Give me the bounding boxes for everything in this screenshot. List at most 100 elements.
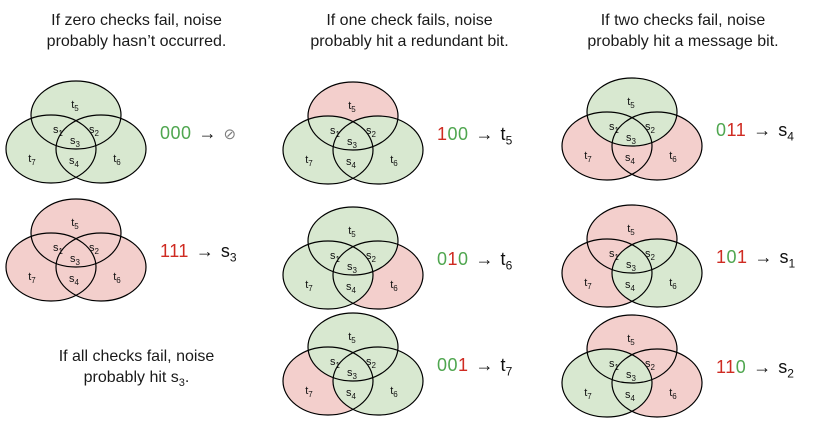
heading-line: probably hit a message bit.	[587, 33, 779, 51]
region-label-t6: t6	[669, 277, 677, 291]
region-label-t6: t6	[113, 271, 121, 285]
syndrome-bit: 0	[447, 354, 459, 375]
arrow-glyph: →	[195, 240, 214, 261]
syndrome-bit: 1	[726, 119, 736, 140]
region-label-t7: t7	[28, 153, 36, 167]
circle-outline	[30, 198, 122, 268]
syndrome-bit: 0	[458, 123, 469, 144]
syndrome-bit: 0	[726, 246, 738, 267]
syndrome-bit: 1	[169, 240, 179, 261]
circle-outline	[586, 77, 678, 147]
syndrome-label: 010 → t6	[437, 248, 513, 273]
region-label-t7: t7	[305, 154, 313, 168]
region-label-s1: s1	[53, 242, 64, 256]
region-label-s1: s1	[609, 248, 620, 262]
syndrome-bit: 0	[447, 123, 459, 144]
syndrome-bits: 110	[716, 357, 746, 378]
region-label-t5: t5	[348, 100, 356, 114]
failing-check-circle	[6, 233, 96, 301]
heading-line: If zero checks fail, noise	[51, 12, 222, 29]
circle-outline	[282, 240, 374, 310]
syndrome-label: 110 → s2	[716, 356, 794, 381]
circle-outline	[332, 346, 424, 416]
region-label-s4: s4	[346, 387, 357, 401]
arrow-glyph: →	[753, 119, 772, 140]
column-heading: If two checks fail, noise probably hit a…	[546, 10, 820, 52]
region-label-s2: s2	[366, 125, 377, 139]
circle-outline	[611, 238, 703, 308]
syndrome-bits: 000	[160, 123, 192, 144]
syndrome-label: 011 → s4	[716, 119, 794, 143]
region-label-s1: s1	[53, 124, 64, 138]
region-label-s2: s2	[645, 121, 656, 135]
circle-outline	[586, 314, 678, 384]
syndrome-bit: 1	[725, 356, 736, 377]
region-label-t5: t5	[627, 223, 635, 237]
deduced-bit-subscript: 3	[229, 250, 237, 265]
syndrome-bit: 0	[716, 119, 727, 140]
region-label-s2: s2	[89, 242, 100, 256]
region-label-t7: t7	[584, 150, 592, 164]
circle-outline	[561, 238, 653, 308]
arrow-glyph: →	[475, 354, 494, 375]
deduced-bit: t6	[500, 248, 513, 273]
region-label-t7: t7	[305, 385, 313, 399]
syndrome-bits: 001	[437, 355, 469, 376]
syndrome-bit: 0	[181, 122, 192, 143]
region-label-t5: t5	[627, 96, 635, 110]
deduced-bit-subscript: 6	[505, 258, 513, 273]
column-two-checks: If two checks fail, noise probably hit a…	[546, 0, 820, 425]
syndrome-bit: 0	[437, 354, 448, 375]
region-label-s1: s1	[330, 125, 341, 139]
syndrome-label: 001 → t7	[437, 354, 512, 378]
deduced-bit: s2	[778, 357, 794, 381]
passing-check-circle	[612, 239, 702, 307]
note-punctuation: .	[184, 369, 190, 387]
region-label-t7: t7	[28, 271, 36, 285]
region-label-s3: s3	[347, 261, 358, 275]
syndrome-label: 000 → ⊘	[160, 123, 236, 144]
deduced-bit-base: t	[500, 248, 506, 269]
deduced-bit-base: ⊘	[223, 125, 237, 143]
heading-line: probably hasn’t occurred.	[46, 33, 227, 51]
deduced-bit-base: s	[779, 246, 789, 267]
region-label-s2: s2	[366, 250, 377, 264]
circle-outline	[561, 111, 653, 181]
passing-check-circle	[6, 115, 96, 183]
syndrome-bit: 1	[458, 354, 469, 375]
region-label-t6: t6	[390, 279, 398, 293]
circle-outline	[5, 232, 97, 302]
region-label-s4: s4	[346, 281, 357, 295]
deduced-bit: s3	[221, 241, 237, 265]
region-label-s2: s2	[645, 358, 656, 372]
syndrome-bit: 1	[735, 119, 747, 140]
syndrome-bit: 1	[716, 356, 726, 377]
syndrome-bit: 0	[437, 248, 448, 269]
arrow-glyph: →	[753, 356, 772, 377]
syndrome-bit: 1	[437, 123, 448, 144]
circle-outline	[30, 80, 122, 150]
region-label-s4: s4	[625, 152, 636, 166]
region-label-t6: t6	[669, 387, 677, 401]
syndrome-bit: 1	[447, 248, 459, 269]
syndrome-bits: 100	[437, 124, 469, 145]
circle-outline	[586, 204, 678, 274]
deduced-bit-subscript: 2	[787, 366, 794, 381]
syndrome-bit: 0	[735, 356, 747, 377]
region-label-t5: t5	[348, 225, 356, 239]
region-label-s3: s3	[347, 367, 358, 381]
region-label-t6: t6	[669, 150, 677, 164]
region-label-s3: s3	[70, 253, 81, 267]
all-checks-fail-note: If all checks fail, noise probably hit s…	[0, 346, 273, 389]
region-label-s4: s4	[69, 273, 80, 287]
arrow-glyph: →	[475, 248, 494, 269]
syndrome-label: 100 → t5	[437, 124, 512, 147]
region-label-s4: s4	[625, 389, 636, 403]
